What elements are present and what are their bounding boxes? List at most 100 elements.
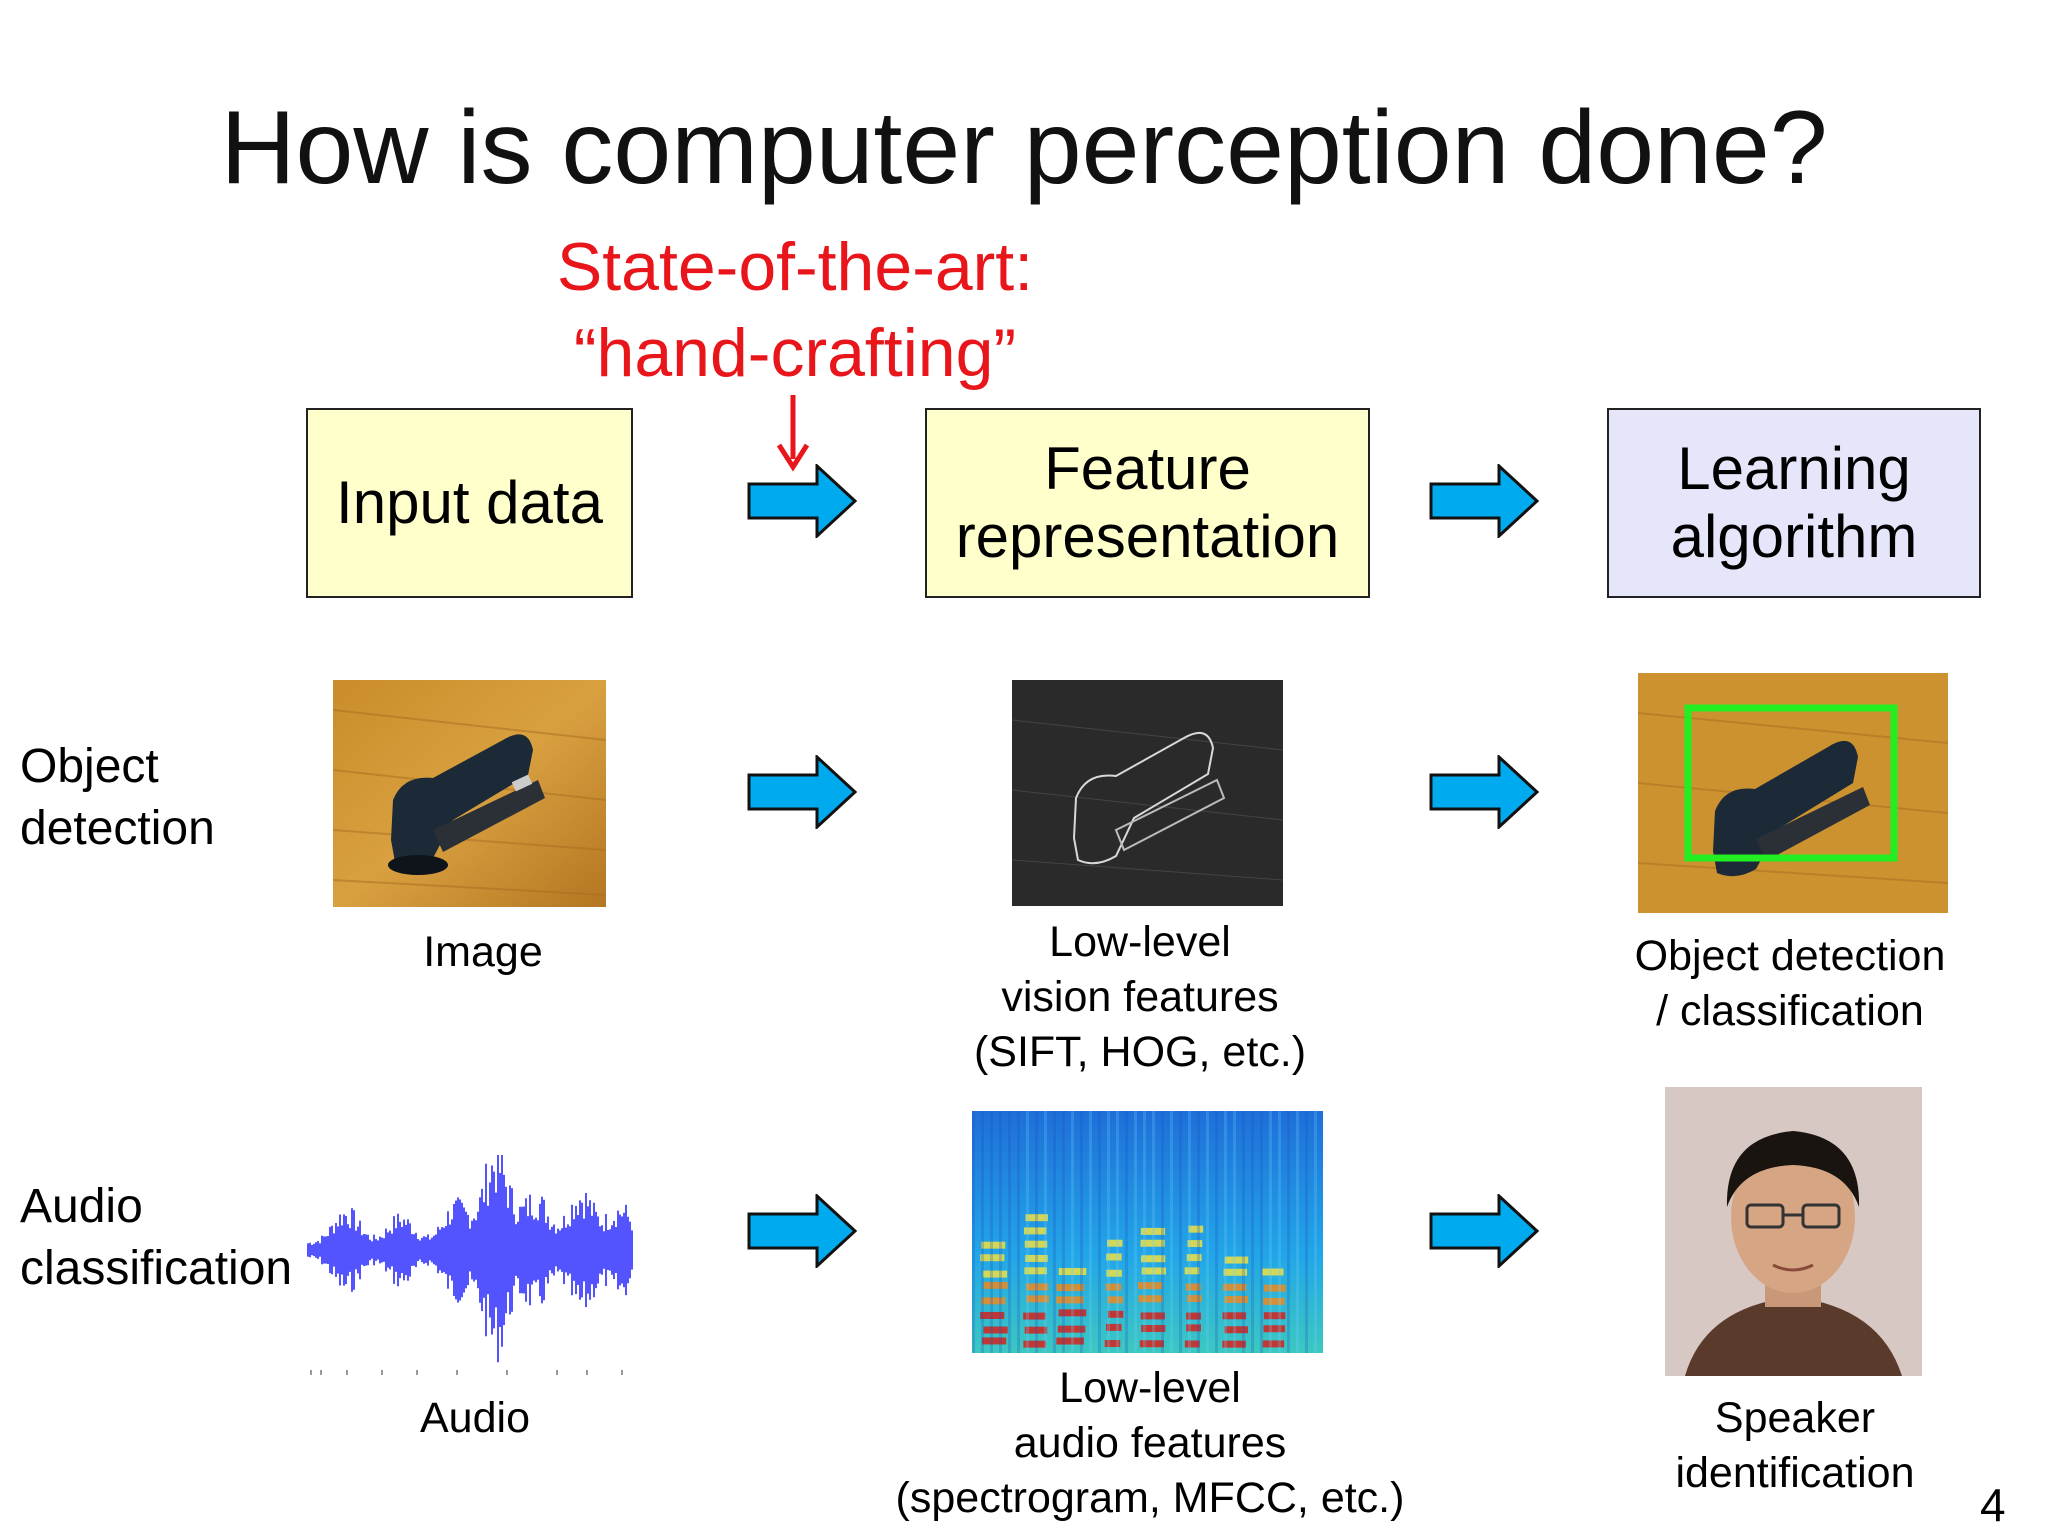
spectrogram-band: [1025, 1283, 1049, 1291]
spectrogram-texture: [990, 1111, 993, 1353]
spectrogram-texture: [1314, 1111, 1317, 1353]
spectrogram-texture: [1089, 1111, 1092, 1353]
spectrogram-texture: [1287, 1111, 1290, 1353]
spectrogram-band: [1107, 1296, 1123, 1304]
learning-box-line-1: Learning: [1677, 435, 1911, 502]
spectrogram-texture: [1143, 1111, 1146, 1353]
edge-features-image: [1012, 680, 1283, 906]
row-label-line-2: classification: [20, 1242, 293, 1295]
spectrogram-image: [972, 1111, 1323, 1353]
spectrogram-band: [980, 1311, 1005, 1319]
spectrogram-texture: [1161, 1111, 1164, 1353]
spectrogram-band: [1184, 1267, 1200, 1275]
vision-features-caption: Low-level vision features (SIFT, HOG, et…: [930, 915, 1350, 1080]
spectrogram-band: [1222, 1312, 1247, 1320]
spectrogram-band: [1141, 1255, 1166, 1263]
spectrogram-band: [1106, 1269, 1122, 1277]
spectrogram-band: [1058, 1268, 1087, 1276]
spectrogram-band: [1058, 1309, 1087, 1317]
spectrogram-texture: [1035, 1111, 1038, 1353]
input-data-box: Input data: [306, 408, 633, 598]
spectrogram-band: [1138, 1295, 1163, 1303]
learning-box-line-2: algorithm: [1670, 503, 1918, 570]
spectrogram-texture: [972, 1111, 975, 1353]
input-data-label: Input data: [336, 469, 603, 536]
spectrogram-band: [983, 1326, 1008, 1334]
speaker-caption: Speaker identification: [1600, 1391, 1990, 1501]
detection-caption-line-1: Object detection: [1634, 932, 1946, 980]
vision-caption-line-3: (SIFT, HOG, etc.): [973, 1028, 1307, 1076]
spectrogram-band: [1262, 1340, 1285, 1348]
feature-box-line-1: Feature: [1044, 435, 1251, 502]
image-caption: Image: [423, 928, 543, 976]
arrow-right-icon: [1429, 464, 1540, 538]
spectrogram-band: [1264, 1284, 1286, 1292]
arrow-right-icon: [1429, 755, 1540, 829]
spectrogram-texture: [1197, 1111, 1200, 1353]
spectrogram-band: [1105, 1283, 1122, 1291]
spectrogram-band: [1224, 1256, 1249, 1264]
row-label-line-1: Audio: [20, 1180, 143, 1233]
spectrogram-texture: [1233, 1111, 1236, 1353]
spectrogram-texture: [1053, 1111, 1056, 1353]
spectrogram-band: [981, 1297, 1006, 1305]
spectrogram-band: [1056, 1296, 1084, 1304]
speaker-photo: [1665, 1087, 1922, 1376]
spectrogram-texture: [1026, 1111, 1029, 1353]
spectrogram-texture: [1044, 1111, 1047, 1353]
spectrogram-texture: [1188, 1111, 1191, 1353]
spectrogram-band: [1106, 1253, 1122, 1261]
slide-title: How is computer perception done?: [220, 90, 1828, 206]
detection-caption-line-2: / classification: [1656, 987, 1924, 1035]
page-number: 4: [1980, 1479, 2006, 1531]
audio-caption-line-2: audio features: [1013, 1419, 1287, 1467]
spectrogram-band: [1222, 1340, 1246, 1348]
spectrogram-band: [1024, 1267, 1047, 1275]
feature-representation-box: Feature representation: [925, 408, 1370, 598]
spectrogram-band: [1057, 1325, 1086, 1333]
feature-box-line-2: representation: [955, 503, 1340, 570]
spectrogram-band: [1025, 1214, 1048, 1222]
audio-caption: Audio: [420, 1394, 530, 1442]
spectrogram-texture: [1206, 1111, 1209, 1353]
bounding-box: [1684, 704, 1898, 862]
spectrogram-band: [1184, 1340, 1200, 1348]
spectrogram-band: [1141, 1267, 1166, 1275]
spectrogram-band: [1185, 1283, 1201, 1291]
annotation-line-1: State-of-the-art:: [556, 229, 1034, 305]
annotation-down-arrow-icon: [776, 395, 810, 472]
spectrogram-band: [1056, 1337, 1084, 1345]
annotation-text: State-of-the-art: “hand-crafting”: [480, 224, 1110, 396]
spectrogram-texture: [1116, 1111, 1119, 1353]
spectrogram-band: [1224, 1326, 1248, 1334]
spectrogram-texture: [1062, 1111, 1065, 1353]
spectrogram-texture: [1071, 1111, 1074, 1353]
spectrogram-band: [1188, 1225, 1204, 1233]
row-label-audio-classification: Audio classification: [20, 1176, 292, 1300]
spectrogram-band: [1263, 1325, 1286, 1333]
learning-algorithm-box: Learning algorithm: [1607, 408, 1981, 598]
spectrogram-texture: [1107, 1111, 1110, 1353]
spectrogram-band: [1140, 1227, 1166, 1235]
audio-features-caption: Low-level audio features (spectrogram, M…: [870, 1361, 1430, 1526]
spectrogram-band: [1186, 1295, 1202, 1303]
spectrogram-texture: [1125, 1111, 1128, 1353]
spectrogram-band: [1223, 1268, 1248, 1276]
spectrogram-band: [1024, 1240, 1048, 1248]
vision-caption-line-2: vision features: [1001, 973, 1279, 1021]
spectrogram-texture: [1278, 1111, 1281, 1353]
spectrogram-band: [1025, 1254, 1048, 1262]
spectrogram-band: [1263, 1297, 1285, 1305]
spectrogram-texture: [1269, 1111, 1272, 1353]
spectrogram-band: [982, 1337, 1007, 1345]
spectrogram-band: [1140, 1239, 1165, 1247]
vision-caption-line-1: Low-level: [1049, 918, 1231, 966]
spectrogram-texture: [1305, 1111, 1308, 1353]
spectrogram-band: [1263, 1312, 1286, 1320]
spectrogram-texture: [1098, 1111, 1101, 1353]
spectrogram-band: [1141, 1325, 1166, 1333]
spectrogram-band: [1139, 1340, 1165, 1348]
spectrogram-texture: [1170, 1111, 1173, 1353]
spectrogram-band: [1222, 1283, 1247, 1291]
spectrogram-band: [982, 1270, 1008, 1278]
